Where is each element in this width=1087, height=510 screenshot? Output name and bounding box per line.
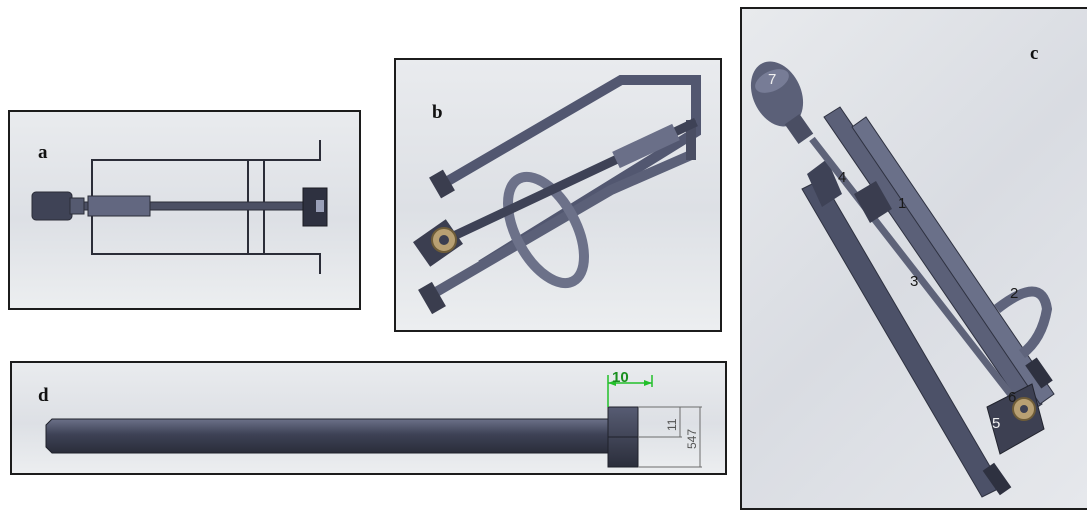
panel-a-top-view: a: [8, 110, 361, 310]
panel-b-label: b: [432, 102, 443, 123]
part-label-7: 7: [768, 71, 777, 88]
panel-a-label: a: [38, 142, 48, 163]
panel-a-drawing: [31, 140, 328, 274]
part-label-2: 2: [1010, 285, 1019, 302]
part-label-1: 1: [898, 195, 907, 212]
part-label-3: 3: [910, 273, 919, 290]
panel-c-label: c: [1030, 43, 1039, 64]
dim-small-height: 11: [665, 418, 679, 431]
panel-d-drawing: 10 11 547: [45, 369, 702, 468]
part-label-5: 5: [992, 415, 1001, 432]
part-label-6: 6: [1008, 389, 1017, 406]
dim-head-width: 10: [612, 369, 629, 386]
panel-d-label: d: [38, 385, 49, 406]
panel-c-drawing: [750, 61, 1055, 498]
dim-large-height: 547: [685, 429, 699, 449]
panel-c-labelled-view: c 7 4 1 3 2 6 5: [740, 7, 1087, 510]
panel-d-rod-detail: d 10 11 547: [10, 361, 727, 475]
panel-b-isometric-view: b: [394, 58, 722, 332]
part-label-4: 4: [838, 169, 847, 186]
panel-b-drawing: [413, 75, 701, 315]
